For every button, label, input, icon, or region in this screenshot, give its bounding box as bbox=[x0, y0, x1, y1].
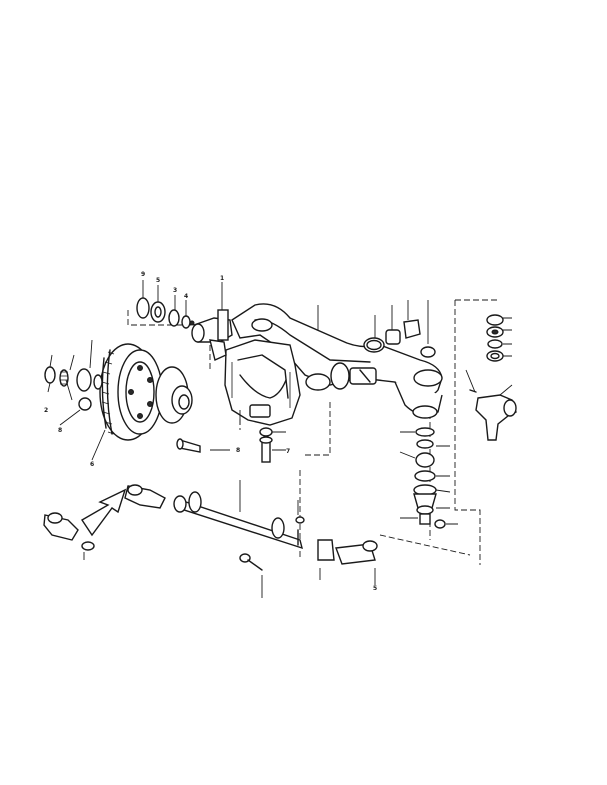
label-9: 9 bbox=[141, 271, 145, 278]
tie-rod-assembly bbox=[43, 484, 378, 571]
label-4: 4 bbox=[184, 293, 188, 300]
axle-beam bbox=[231, 303, 443, 419]
label-2: 2 bbox=[44, 407, 48, 414]
left-spindle bbox=[191, 309, 233, 361]
hub-bearing-set bbox=[136, 297, 195, 329]
kingpin-stack bbox=[413, 427, 446, 529]
axle-bracket bbox=[224, 339, 301, 426]
label-5: 5 bbox=[156, 277, 160, 284]
knuckle-bushings bbox=[363, 319, 436, 358]
pivot-assembly bbox=[305, 362, 377, 391]
wheel-assembly bbox=[99, 343, 201, 453]
callout-labels: 9 5 3 4 1 2 8 6 7 8 5 bbox=[44, 271, 377, 592]
label-7: 7 bbox=[286, 448, 290, 455]
right-knuckle-stack bbox=[469, 314, 517, 441]
label-3: 3 bbox=[173, 287, 177, 294]
leader-lines bbox=[47, 280, 513, 598]
hub-nut-stack bbox=[44, 366, 103, 411]
direction-arrow bbox=[81, 488, 127, 537]
label-8b: 8 bbox=[236, 447, 240, 454]
label-6: 6 bbox=[90, 461, 94, 468]
label-8: 8 bbox=[58, 427, 62, 434]
label-5b: 5 bbox=[373, 585, 377, 592]
label-1: 1 bbox=[220, 275, 224, 282]
mid-bolts bbox=[259, 427, 273, 463]
